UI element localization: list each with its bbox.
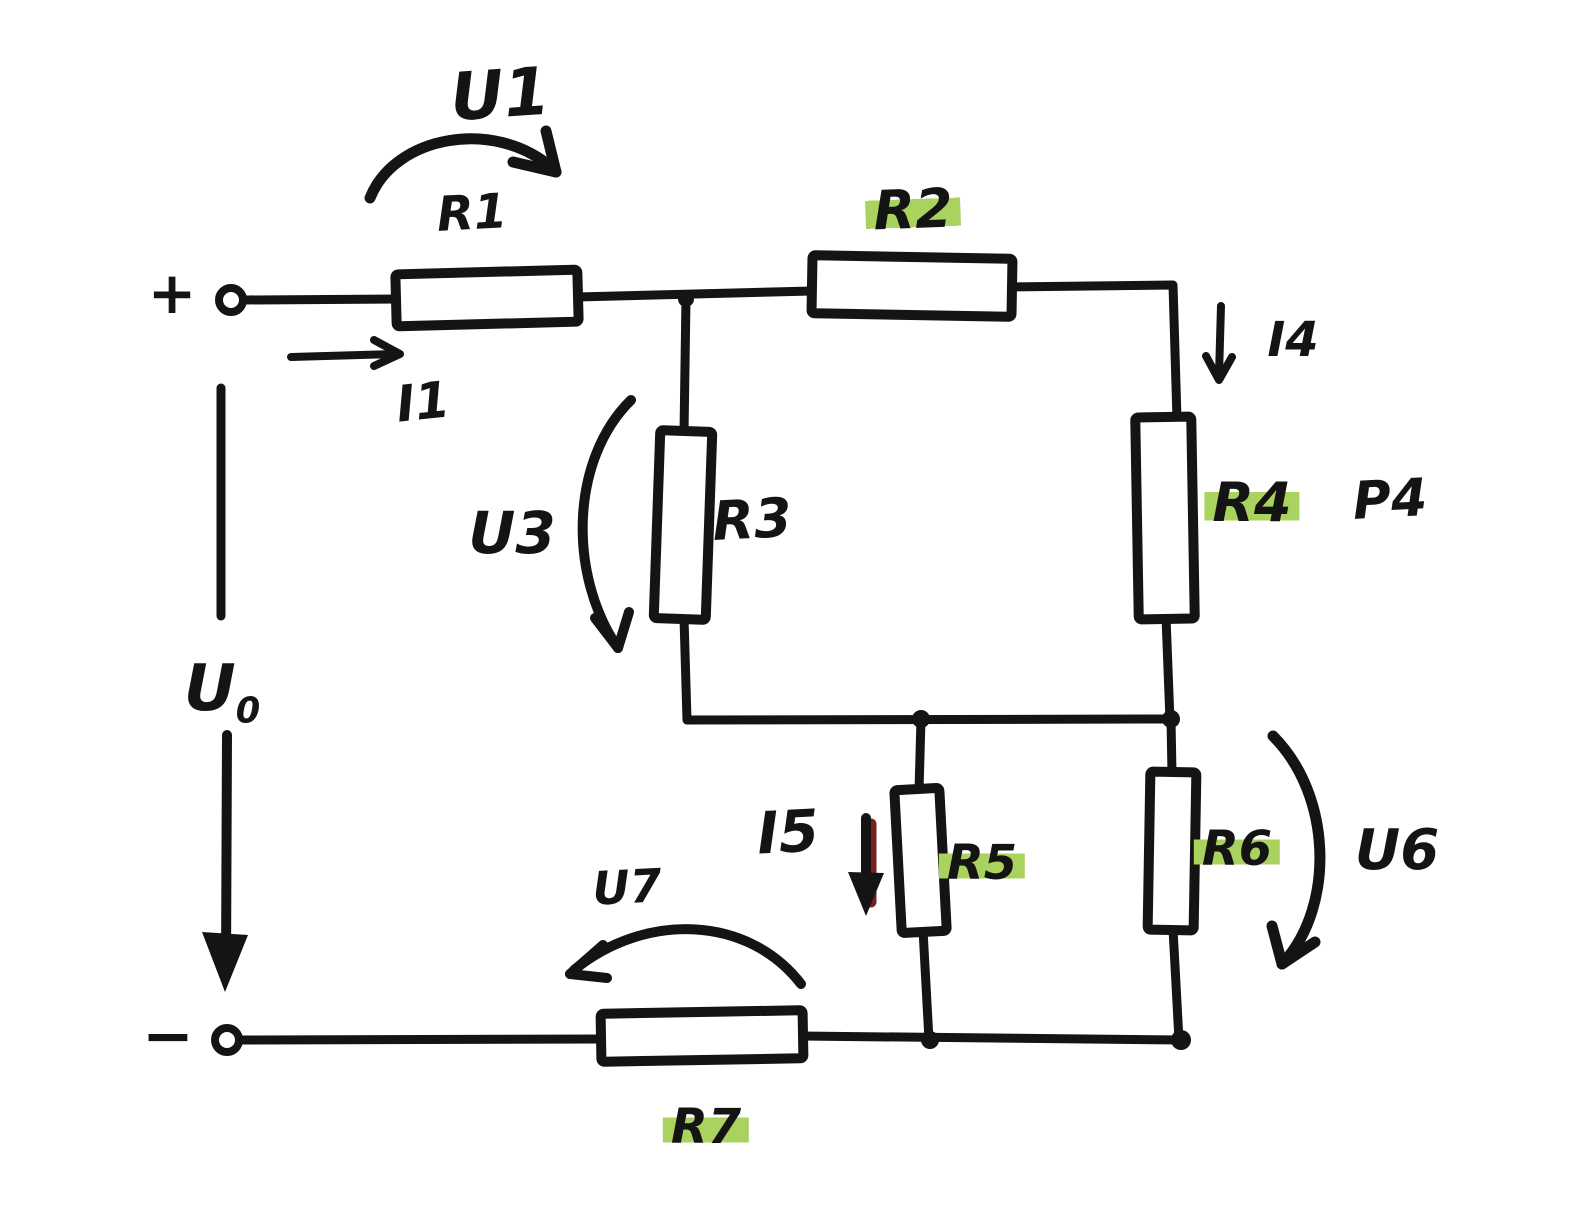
i5-label: I5 (755, 796, 821, 868)
r6-label: R6 (1193, 825, 1281, 873)
u6-voltage-arrow (1266, 730, 1326, 970)
r5-label: R5 (938, 839, 1026, 887)
u1-voltage-arrow (364, 125, 562, 204)
r7-label: R7 (662, 1103, 750, 1151)
u0-base: U (183, 652, 236, 727)
r4-label: R4 (1204, 476, 1300, 530)
r2-label: R2 (864, 177, 962, 242)
minus-terminal-label: − (142, 999, 194, 1072)
resistor-r7 (595, 1005, 809, 1067)
resistor-r6 (1142, 766, 1202, 936)
i4-label: I4 (1267, 312, 1319, 368)
resistor-r1 (390, 264, 584, 332)
u0-label: U0 (184, 657, 260, 729)
u7-label: U7 (590, 858, 664, 916)
negative-terminal (211, 1024, 243, 1056)
u6-label: U6 (1354, 818, 1440, 883)
u0-voltage-arrow (202, 730, 248, 992)
p4-label: P4 (1351, 468, 1429, 532)
u3-voltage-arrow (577, 395, 636, 653)
plus-terminal-label: + (147, 259, 197, 327)
resistor-r2 (806, 250, 1018, 322)
positive-terminal (215, 284, 247, 316)
u7-voltage-arrow (565, 924, 806, 989)
u1-label: U1 (447, 52, 553, 137)
r3-label: R3 (710, 485, 794, 554)
u3-label: U3 (468, 499, 556, 567)
i1-current-arrow (287, 336, 404, 370)
u0-subscript: 0 (235, 690, 261, 732)
r1-label: R1 (435, 183, 509, 243)
junction-dots (678, 291, 1191, 1050)
i5-current-arrow (848, 813, 884, 916)
resistor-r3 (648, 425, 718, 625)
resistor-r4 (1130, 411, 1200, 625)
wire-network (216, 280, 1186, 1045)
i1-label: I1 (393, 370, 453, 434)
i4-current-arrow (1202, 302, 1236, 384)
